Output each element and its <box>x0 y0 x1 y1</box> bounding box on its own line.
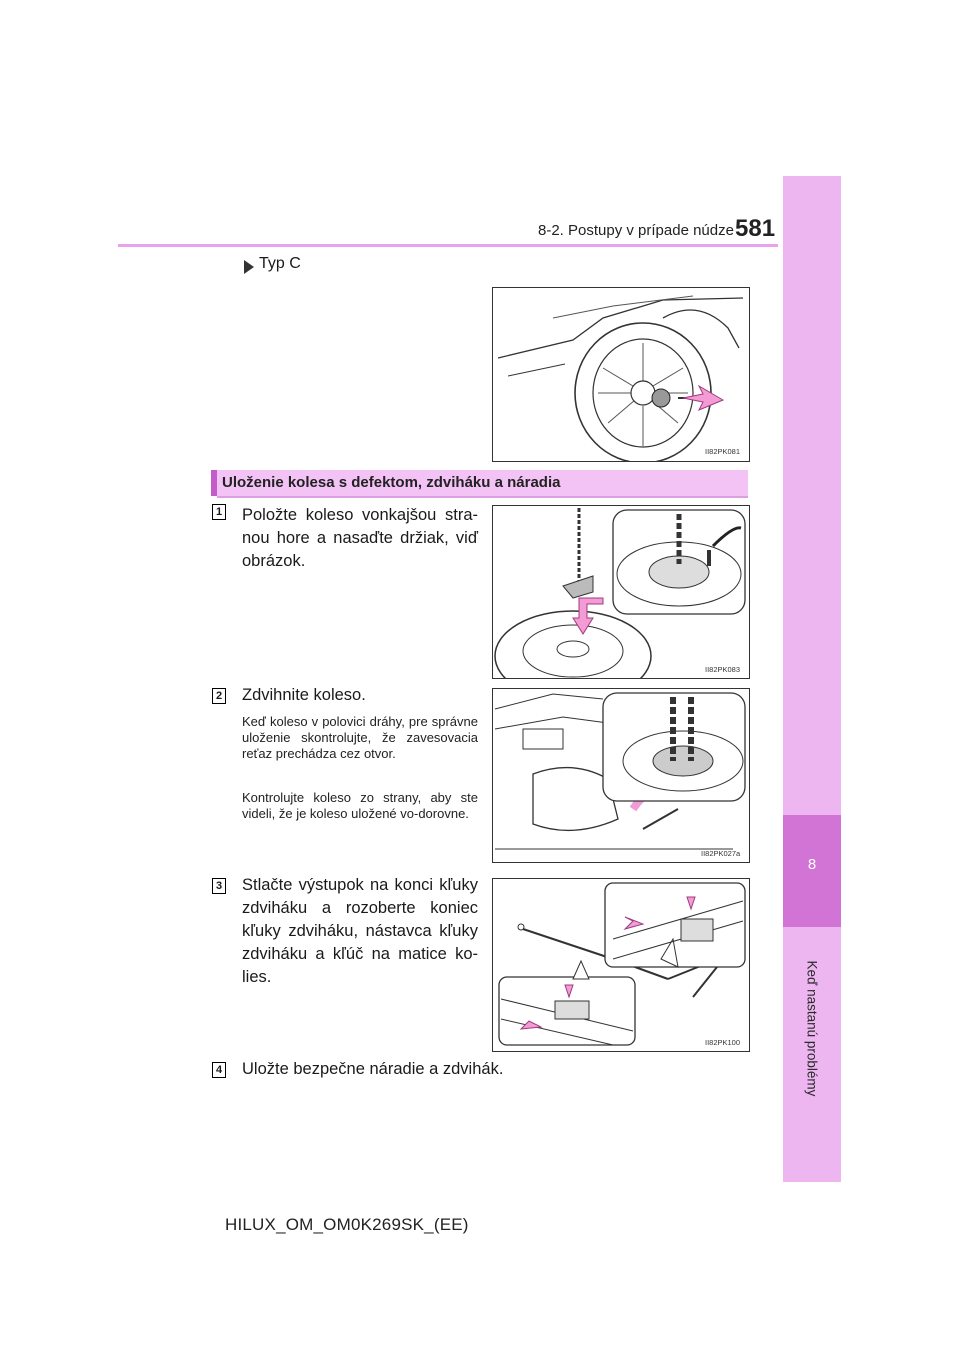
step-note: Kontrolujte koleso zo strany, aby ste vi… <box>242 790 478 821</box>
step-text: Zdvihnite koleso. <box>242 686 366 704</box>
type-label: Typ C <box>259 255 301 272</box>
chapter-number-block <box>783 815 841 927</box>
page-number: 581 <box>735 215 776 242</box>
step-text: Uložte bezpečne náradie a zdvihák. <box>242 1060 504 1078</box>
section-bar-edge <box>211 470 217 496</box>
step-number: 2 <box>212 688 226 704</box>
section-title: Uloženie kolesa s defektom, zdviháku a n… <box>222 474 561 491</box>
figure-code: II82PK100 <box>705 1038 740 1047</box>
figure-spare-wheel-holder: II82PK083 <box>492 505 750 679</box>
step-number: 1 <box>212 504 226 520</box>
figure-jack-handle: II82PK100 <box>492 878 750 1052</box>
footer-doc-code: HILUX_OM_OM0K269SK_(EE) <box>225 1215 469 1234</box>
chapter-side-tab <box>783 176 841 1182</box>
step-number: 3 <box>212 878 226 894</box>
step-number: 4 <box>212 1062 226 1078</box>
chapter-title: Keď nastanú problémy <box>804 960 820 1097</box>
header-section-title: 8-2. Postupy v prípade núdze <box>538 222 734 239</box>
figure-code: II82PK027a <box>701 849 741 858</box>
triangle-bullet-icon <box>244 260 254 274</box>
figure-code: II82PK081 <box>705 447 740 456</box>
chapter-number: 8 <box>807 856 817 873</box>
section-underline <box>217 496 748 498</box>
figure-code: II82PK083 <box>705 665 740 674</box>
step-text: Položte koleso vonkajšou stra-nou hore a… <box>242 506 478 570</box>
section-bar <box>211 470 748 496</box>
header-divider <box>118 244 778 247</box>
figure-spare-wheel-lift: II82PK027a <box>492 688 750 863</box>
figure-wheel-lock: II82PK081 <box>492 287 750 462</box>
step-note: Keď koleso v polovici dráhy, pre správne… <box>242 714 478 761</box>
step-text: Stlačte výstupok na konci kľuky zdviháku… <box>242 876 478 986</box>
